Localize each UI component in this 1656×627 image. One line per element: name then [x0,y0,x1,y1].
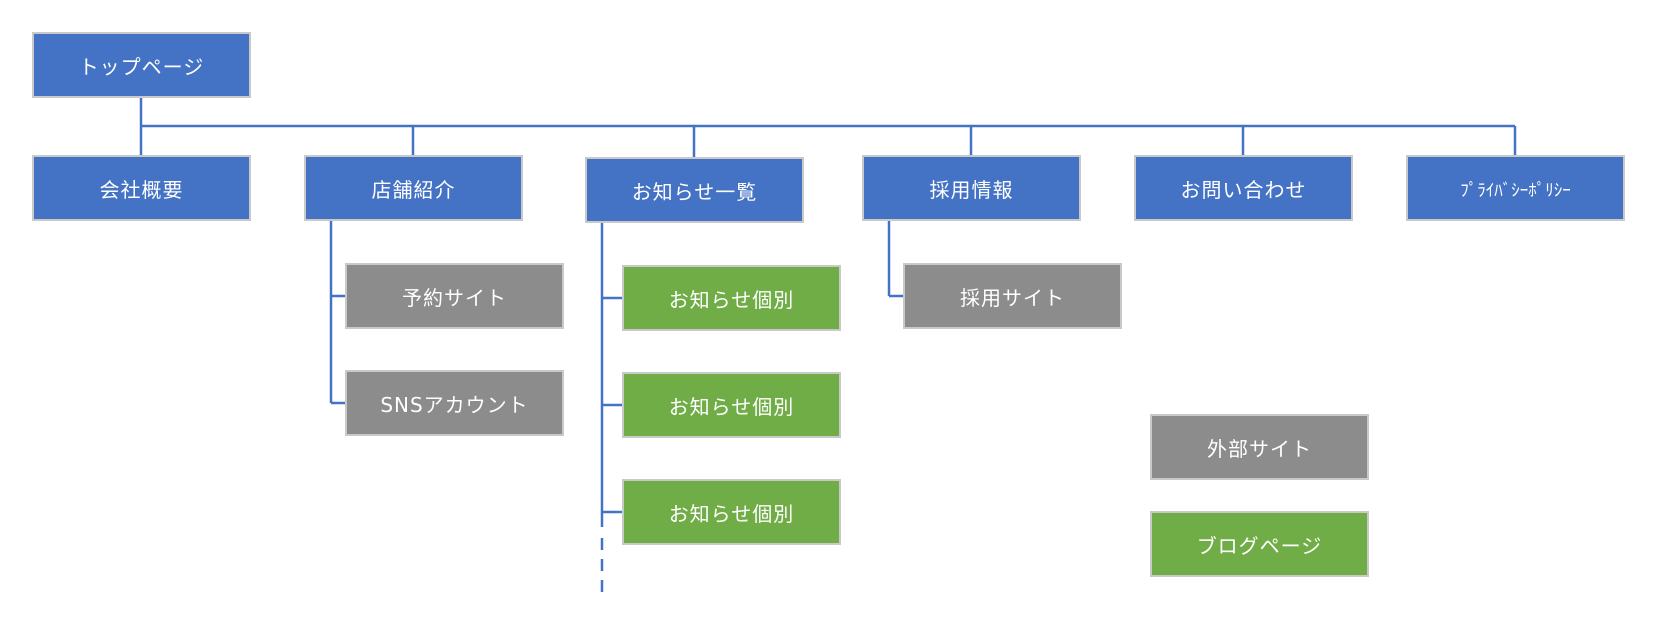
node-recruit-site: 採用サイト [903,263,1122,329]
node-top-page: トップページ [32,32,251,98]
node-news-item-3: お知らせ個別 [622,479,841,545]
node-reservation-site: 予約サイト [345,263,564,329]
node-recruit-info: 採用情報 [862,155,1081,221]
node-news-list: お知らせ一覧 [585,157,804,223]
node-news-item-2: お知らせ個別 [622,372,841,438]
node-sns-account: SNSアカウント [345,370,564,436]
legend-external-site: 外部サイト [1150,414,1369,480]
legend-blog-page: ブログページ [1150,511,1369,577]
node-company-overview: 会社概要 [32,155,251,221]
node-store-intro: 店舗紹介 [304,155,523,221]
node-news-item-1: お知らせ個別 [622,265,841,331]
node-contact: お問い合わせ [1134,155,1353,221]
node-privacy-policy: ﾌﾟﾗｲﾊﾞｼｰﾎﾟﾘｼｰ [1406,155,1625,221]
